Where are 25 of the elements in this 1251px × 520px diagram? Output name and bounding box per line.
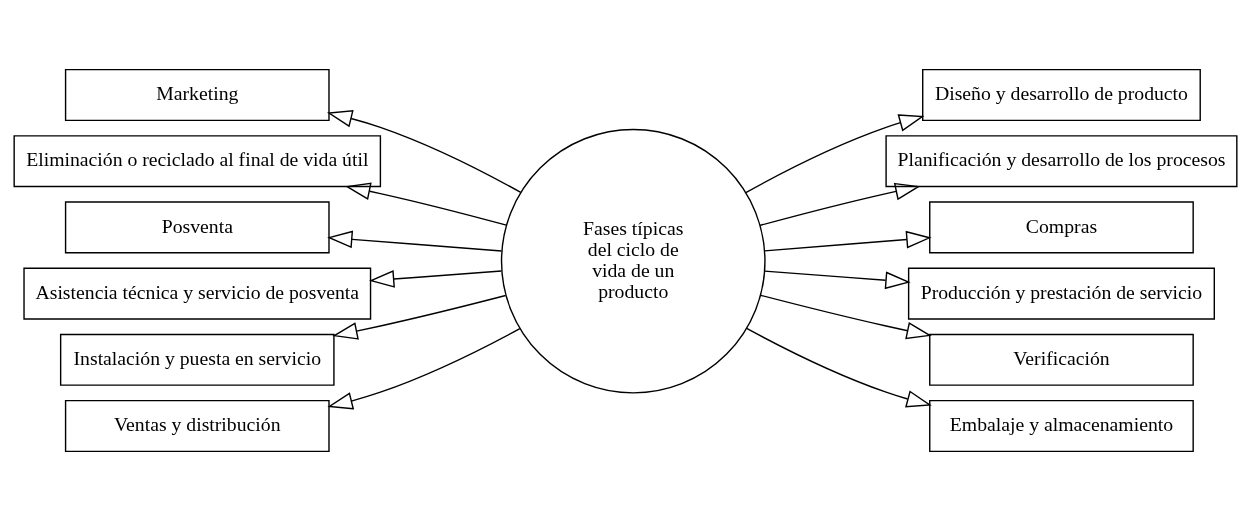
arrow xyxy=(745,113,925,193)
arrow xyxy=(759,182,921,226)
arrow xyxy=(345,182,508,226)
node-box: Verificación xyxy=(929,333,1194,386)
node-circle: Fases típicas del ciclo de vida de un producto xyxy=(500,128,766,394)
node-box: Posventa xyxy=(64,200,330,253)
node-box: Producción y prestación de servicio xyxy=(907,267,1215,320)
arrow xyxy=(326,109,522,193)
arrow xyxy=(327,230,503,252)
arrow xyxy=(763,269,911,289)
arrow xyxy=(763,230,932,252)
node-box: Planificación y desarrollo de los procesos xyxy=(885,134,1238,187)
arrow xyxy=(369,269,503,288)
arrow xyxy=(760,294,932,339)
arrow xyxy=(746,327,932,408)
node-box: Embalaje y almacenamiento xyxy=(929,399,1194,452)
node-box: Eliminación o reciclado al final de vida útil xyxy=(13,134,382,187)
node-box: Asistencia técnica y servicio de posventa xyxy=(23,267,372,320)
node-box: Diseño y desarrollo de producto xyxy=(922,68,1201,121)
node-box: Ventas y distribución xyxy=(64,399,330,452)
arrow xyxy=(332,294,507,340)
node-box: Marketing xyxy=(64,68,330,121)
arrow xyxy=(327,327,521,410)
node-box: Compras xyxy=(929,200,1194,253)
node-box: Instalación y puesta en servicio xyxy=(59,333,335,386)
